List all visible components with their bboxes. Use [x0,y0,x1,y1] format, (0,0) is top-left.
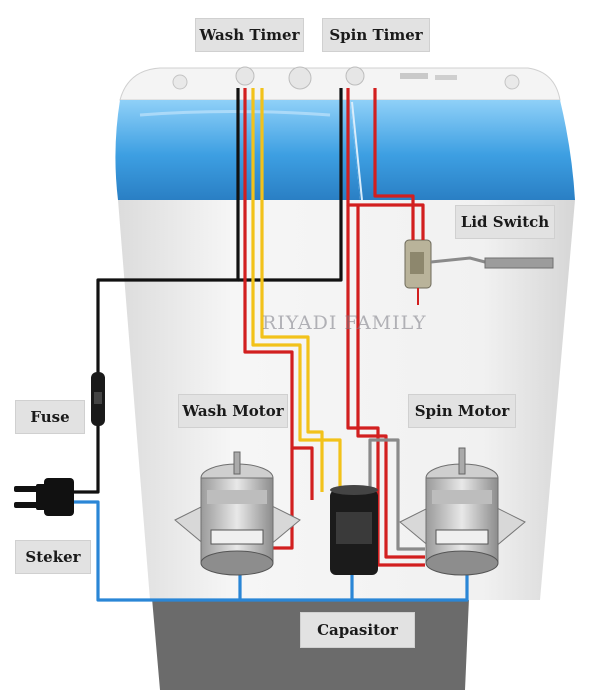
spin-motor-component [399,447,526,576]
wire-red-wash-motor [265,448,294,550]
capasitor-label: Capasitor [300,612,415,648]
plug-icon [14,478,74,516]
panel-knob-left [172,74,188,90]
washing-machine [115,66,575,690]
panel-badge [400,73,428,79]
brand-logo [435,75,457,80]
wire-gray [368,438,425,551]
wash-timer-label: Wash Timer [195,18,304,52]
wash-timer-knob [235,66,255,86]
wire-black-spin [238,88,343,282]
wire-red-spin-motor [346,205,425,567]
lid-switch-label: Lid Switch [455,205,555,239]
wash-motor-label: Wash Motor [178,394,288,428]
wire-red-spin [373,88,415,240]
wire-red-lid [346,88,425,240]
fuse-label: Fuse [15,400,85,434]
wire-red-wash [243,88,314,500]
wire-black-to-plug [72,425,100,494]
spin-timer-knob [345,66,365,86]
wire-blue [72,500,469,602]
spin-tub-lid [350,100,575,200]
wire-red-spin-motor-2 [356,205,425,559]
capacitor-component [330,485,378,575]
spin-timer-label: Spin Timer [322,18,430,52]
spin-motor-label: Spin Motor [408,394,516,428]
wires [72,88,469,602]
fuse-component [91,372,105,426]
wire-yellow-2 [260,88,324,492]
wash-motor-component [174,451,301,576]
wire-yellow [251,88,342,492]
watermark-text: RIYADI FAMILY [262,312,427,334]
lid-highlight [139,110,331,117]
wire-black-main [96,88,240,372]
panel-knob-right [504,74,520,90]
selector-knob [288,66,312,90]
lid-divider [351,101,363,201]
steker-label: Steker [15,540,91,574]
